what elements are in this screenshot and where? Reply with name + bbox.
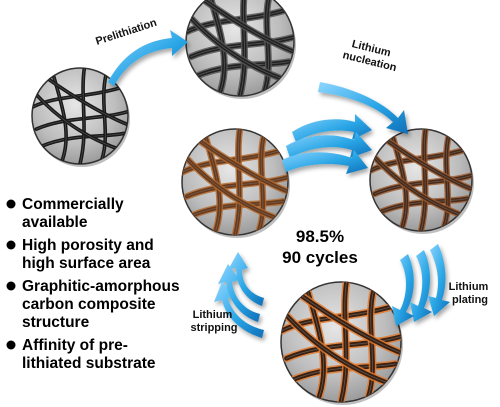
nucleation-arrow [318, 82, 408, 134]
nucleation-label: Lithium nucleation [341, 37, 401, 75]
feature-list: Commercially available High porosity and… [6, 196, 184, 372]
cycles-value: 90 cycles [282, 248, 358, 267]
plating-label: Lithium plating [449, 281, 492, 306]
feature-item-4-line2: lithiated substrate [22, 355, 156, 372]
feature-item-2: High porosity and high surface area [22, 237, 158, 272]
feature-item-3-line3: structure [22, 314, 90, 331]
stripped-carbon-mat [181, 128, 290, 238]
feature-item-2-line1: High porosity and [22, 237, 154, 254]
plating-arrows [392, 244, 450, 326]
plating-label-line2: plating [452, 294, 488, 306]
feature-item-2-line2: high surface area [22, 255, 151, 272]
plating-label-line1: Lithium [449, 281, 489, 293]
stripping-label-line2: stripping [190, 322, 237, 334]
feature-item-3-line1: Graphitic-amorphous [22, 278, 180, 295]
prelithiation-arrow [108, 30, 188, 86]
bullet-dot [6, 199, 16, 209]
feature-item-4-line1: Affinity of pre- [22, 337, 128, 354]
feature-item-4: Affinity of pre- lithiated substrate [22, 337, 156, 372]
stripping-label: Lithium stripping [190, 309, 237, 334]
prelithiation-label: Prelithiation [94, 17, 158, 48]
bullet-dot [6, 281, 16, 291]
prelithiated-carbon-mat [185, 0, 296, 99]
nucleated-carbon-mat [369, 128, 474, 234]
feature-item-1-line2: available [22, 214, 88, 231]
pristine-carbon-mat [31, 67, 130, 167]
feature-item-1-line1: Commercially [22, 196, 124, 213]
feature-item-3-line2: carbon composite [22, 296, 156, 313]
cycling-arrows-upper [282, 114, 372, 174]
efficiency-value: 98.5% [296, 227, 344, 246]
feature-item-1: Commercially available [22, 196, 128, 231]
bullet-dot [6, 340, 16, 350]
stripping-label-line1: Lithium [193, 309, 233, 321]
plated-carbon-mat [280, 281, 403, 405]
feature-item-3: Graphitic-amorphous carbon composite str… [22, 278, 184, 331]
bullet-dot [6, 240, 16, 250]
stripping-arrows [214, 252, 264, 338]
